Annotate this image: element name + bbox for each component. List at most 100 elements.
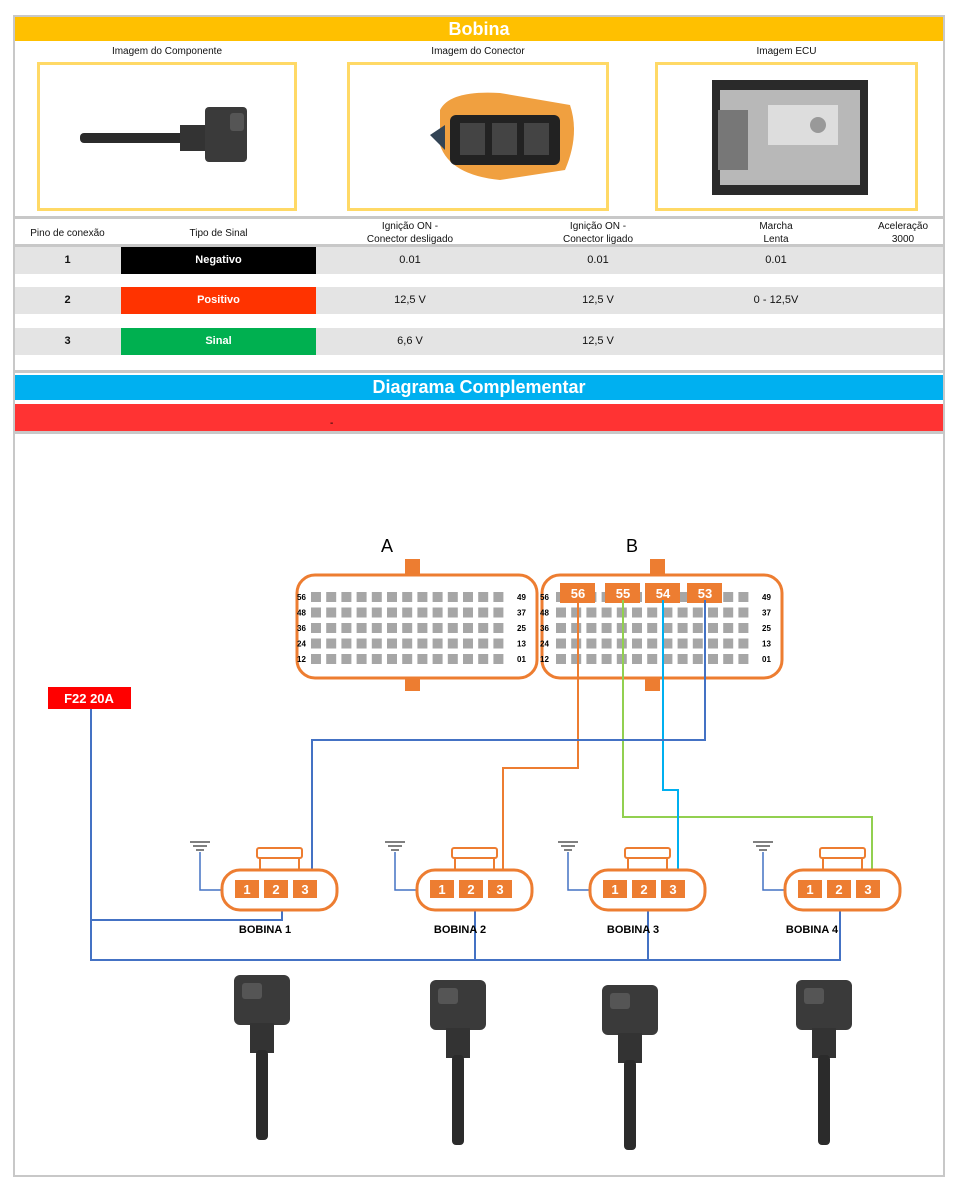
note-bar: - xyxy=(15,404,943,431)
signal-cell: Positivo xyxy=(121,287,316,314)
connector-label: A xyxy=(381,536,393,556)
pin-cavity xyxy=(708,607,718,618)
pin-cavity xyxy=(493,592,504,602)
pin-cavity xyxy=(708,654,718,664)
header-signal-text: Tipo de Sinal xyxy=(189,228,248,239)
coil-connector-latch xyxy=(819,847,866,859)
pin-cell: 2 xyxy=(64,294,71,306)
coil-pin-label: 2 xyxy=(467,882,474,897)
coil-boot xyxy=(256,1050,268,1140)
pin-cavity xyxy=(432,638,443,649)
pin-cavity xyxy=(632,623,642,633)
section-title: Bobina xyxy=(15,17,943,41)
pin-cavity xyxy=(586,623,597,633)
pin-cavity xyxy=(341,623,352,633)
pin-cavity xyxy=(647,607,658,618)
pin-number-label: 49 xyxy=(762,593,771,602)
coil-neck xyxy=(250,1023,274,1053)
ign-on-cell: 12,5 V xyxy=(582,335,614,347)
coil-pin-label: 3 xyxy=(864,882,871,897)
pin-cavity xyxy=(662,654,673,664)
pin-number-label: 01 xyxy=(762,655,771,664)
pin-cavity xyxy=(341,654,352,664)
coil-pin-label: 1 xyxy=(438,882,445,897)
coil-socket xyxy=(610,993,630,1009)
divider xyxy=(15,216,943,219)
pin-cavity xyxy=(601,607,612,618)
coil-pin xyxy=(264,880,288,898)
coil-pin-label: 2 xyxy=(272,882,279,897)
header-pin: Pino de conexão xyxy=(20,227,115,240)
wire-pin53 xyxy=(311,600,706,888)
pin-cavity xyxy=(571,623,582,633)
pin-cavity xyxy=(632,607,642,618)
pin-number-label: 12 xyxy=(297,655,306,664)
pin-cavity xyxy=(586,638,597,649)
pin-cavity xyxy=(432,607,443,618)
pin-cavity xyxy=(708,623,718,633)
pin-cavity xyxy=(387,654,397,664)
ignition-coil-image xyxy=(234,975,290,1140)
pin-cavity xyxy=(387,607,397,618)
coil-boot xyxy=(452,1055,464,1145)
pin-cavity xyxy=(478,654,489,664)
pin-cavity xyxy=(632,638,642,649)
coil-pin-label: 2 xyxy=(835,882,842,897)
pin-cavity xyxy=(616,638,627,649)
coil-pin xyxy=(661,880,685,898)
pin-cavity xyxy=(601,623,612,633)
coil-socket xyxy=(242,983,262,999)
ignition-coil-image xyxy=(80,107,247,162)
header-pin-text: Pino de conexão xyxy=(30,228,105,239)
coil-socket xyxy=(438,988,458,1004)
pin-number-label: 24 xyxy=(297,640,306,649)
pin-cavity xyxy=(311,638,321,649)
connector-photo xyxy=(430,92,574,180)
fuse-box xyxy=(48,687,131,709)
pin-cavity xyxy=(371,654,382,664)
coil-head xyxy=(234,975,290,1025)
coil-head xyxy=(602,985,658,1035)
pin-cavity xyxy=(356,607,367,618)
pin-number-label: 56 xyxy=(540,593,549,602)
header-ign-off: Ignição ON - Conector desligado xyxy=(366,221,454,245)
pin-cavity xyxy=(417,623,428,633)
pin-number-label: 12 xyxy=(540,655,549,664)
pin-cavity xyxy=(326,607,337,618)
coil-boot xyxy=(624,1060,636,1150)
pin-cavity xyxy=(402,592,413,602)
pin-number-label: 56 xyxy=(297,593,306,602)
ign-off-cell: 0.01 xyxy=(399,254,421,266)
pin-cavity xyxy=(692,638,703,649)
pin-cavity xyxy=(677,592,688,602)
ecu-pin-label: 55 xyxy=(616,586,630,601)
pin-cavity xyxy=(738,623,749,633)
pin-cavity xyxy=(556,623,566,633)
ign-on-cell: 0.01 xyxy=(587,254,609,266)
pin-cavity xyxy=(662,638,673,649)
pin-cavity xyxy=(402,623,413,633)
coil-pin xyxy=(798,880,822,898)
coil-head xyxy=(796,980,852,1030)
coil-label: BOBINA 1 xyxy=(239,924,291,936)
ecu-pin-label: 54 xyxy=(656,586,671,601)
ecu-pin-highlight xyxy=(645,583,680,603)
pin-cavity xyxy=(387,592,397,602)
pin-cavity xyxy=(556,607,566,618)
pin-cavity xyxy=(326,654,337,664)
pin-cavity xyxy=(571,638,582,649)
pin-cavity xyxy=(341,638,352,649)
wire-pin55 xyxy=(622,600,873,888)
pin-number-label: 13 xyxy=(762,640,771,649)
coil-connector-latch xyxy=(256,847,303,859)
ground-wire xyxy=(394,852,425,891)
ecu-pin-label: 53 xyxy=(698,586,712,601)
ignition-coil-image xyxy=(602,985,658,1150)
coil-pin xyxy=(827,880,851,898)
pin-cavity xyxy=(432,592,443,602)
pin-cavity xyxy=(463,623,473,633)
coil-pin xyxy=(430,880,454,898)
pin-cavity xyxy=(493,607,504,618)
